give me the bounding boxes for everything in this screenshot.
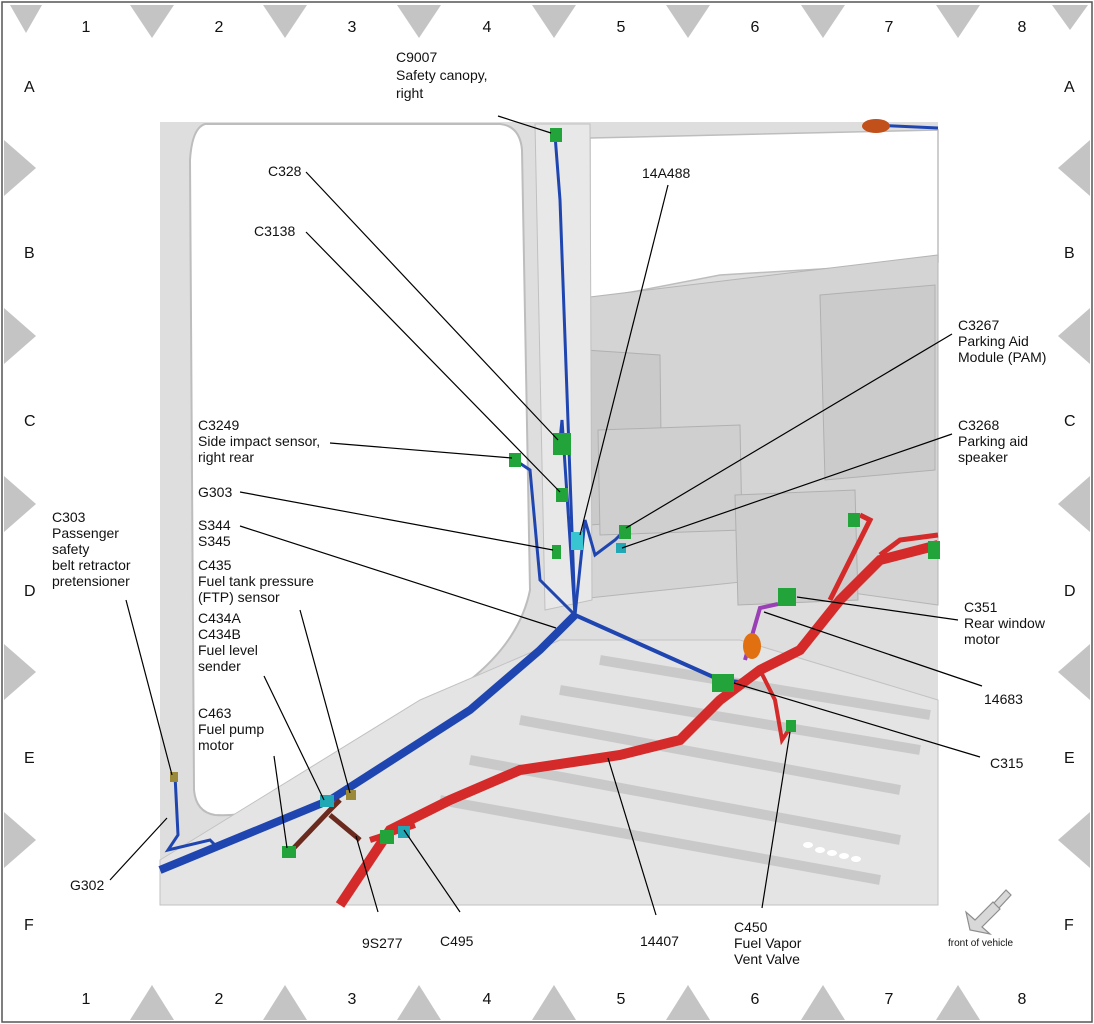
row-label-b: B [24,245,35,262]
callout-14683: 14683 [984,691,1023,707]
row-label-d-right: D [1064,583,1076,600]
row-label-e: E [24,750,35,767]
callout-s344: S344 S345 [198,517,235,549]
row-label-b-right: B [1064,245,1075,262]
connector-c303 [170,772,178,782]
callout-c9007: C9007 Safety canopy, right [396,49,491,101]
vehicle-body-illustration [159,122,939,906]
connector-right-edge [928,541,940,559]
connector-c3268 [616,543,626,553]
callout-c303: C303 Passenger safety belt retractor pre… [52,509,134,589]
col-label-6: 6 [751,19,760,36]
col-label-5: 5 [617,19,626,36]
callout-c3267: C3267 Parking Aid Module (PAM) [958,317,1046,365]
col-label-1-bottom: 1 [82,991,91,1008]
connector-upper-right [848,513,860,527]
connector-c463 [282,846,296,858]
col-label-2-bottom: 2 [215,991,224,1008]
callout-c328: C328 [268,163,302,179]
callout-c3268: C3268 Parking aid speaker [958,417,1032,465]
connector-c315 [712,674,734,692]
connector-c351 [778,588,796,606]
callout-14407: 14407 [640,933,679,949]
connector-c328 [553,433,571,455]
row-labels-left: A B C D E F [24,79,36,934]
col-label-7: 7 [885,19,894,36]
col-label-6-bottom: 6 [751,991,760,1008]
callout-c435: C435 Fuel tank pressure (FTP) sensor [198,557,318,605]
grid-markers [4,5,1090,1020]
callout-c351: C351 Rear window motor [964,599,1049,647]
connector-c450 [786,720,796,732]
col-label-8-bottom: 8 [1018,991,1027,1008]
callout-c450: C450 Fuel Vapor Vent Valve [734,919,805,967]
connector-14683-housing [743,633,761,659]
col-label-5-bottom: 5 [617,991,626,1008]
connector-c3267 [619,525,631,539]
row-label-d: D [24,583,36,600]
row-label-c-right: C [1064,413,1076,430]
col-label-3: 3 [348,19,357,36]
callout-c3249: C3249 Side impact sensor, right rear [198,417,324,465]
col-label-4: 4 [483,19,492,36]
connector-c3249 [509,453,521,467]
row-label-a-right: A [1064,79,1075,96]
row-label-a: A [24,79,35,96]
col-label-7-bottom: 7 [885,991,894,1008]
callout-c495: C495 [440,933,474,949]
callout-g303: G303 [198,484,232,500]
col-label-1: 1 [82,19,91,36]
col-label-3-bottom: 3 [348,991,357,1008]
column-labels-bottom: 1 2 3 4 5 6 7 8 [82,991,1027,1008]
callout-g302: G302 [70,877,104,893]
leader-lines [109,115,983,916]
row-label-f-right: F [1064,917,1074,934]
front-of-vehicle-indicator: front of vehicle [948,889,1013,949]
row-label-c: C [24,413,36,430]
callout-9s277: 9S277 [362,935,403,951]
front-arrow-icon [965,889,1012,936]
row-label-e-right: E [1064,750,1075,767]
connectors [170,119,940,858]
callout-14a488: 14A488 [642,165,690,181]
connector-9s277 [380,830,394,844]
connector-c9007 [550,128,562,142]
col-label-8: 8 [1018,19,1027,36]
callout-labels: C9007 Safety canopy, right C328 C3138 14… [52,49,1049,967]
col-label-2: 2 [215,19,224,36]
callout-c3138: C3138 [254,223,295,239]
callout-c434: C434A C434B Fuel level sender [198,610,262,674]
callout-c463: C463 Fuel pump motor [198,705,268,753]
row-label-f: F [24,917,34,934]
front-of-vehicle-label: front of vehicle [948,938,1013,949]
connector-c435 [346,790,356,800]
column-labels-top: 1 2 3 4 5 6 7 8 [82,19,1027,36]
connector-14a488 [571,532,583,550]
connector-top-right [862,119,890,133]
row-labels-right: A B C D E F [1064,79,1076,934]
col-label-4-bottom: 4 [483,991,492,1008]
connector-g303 [552,545,561,559]
callout-c315: C315 [990,755,1024,771]
